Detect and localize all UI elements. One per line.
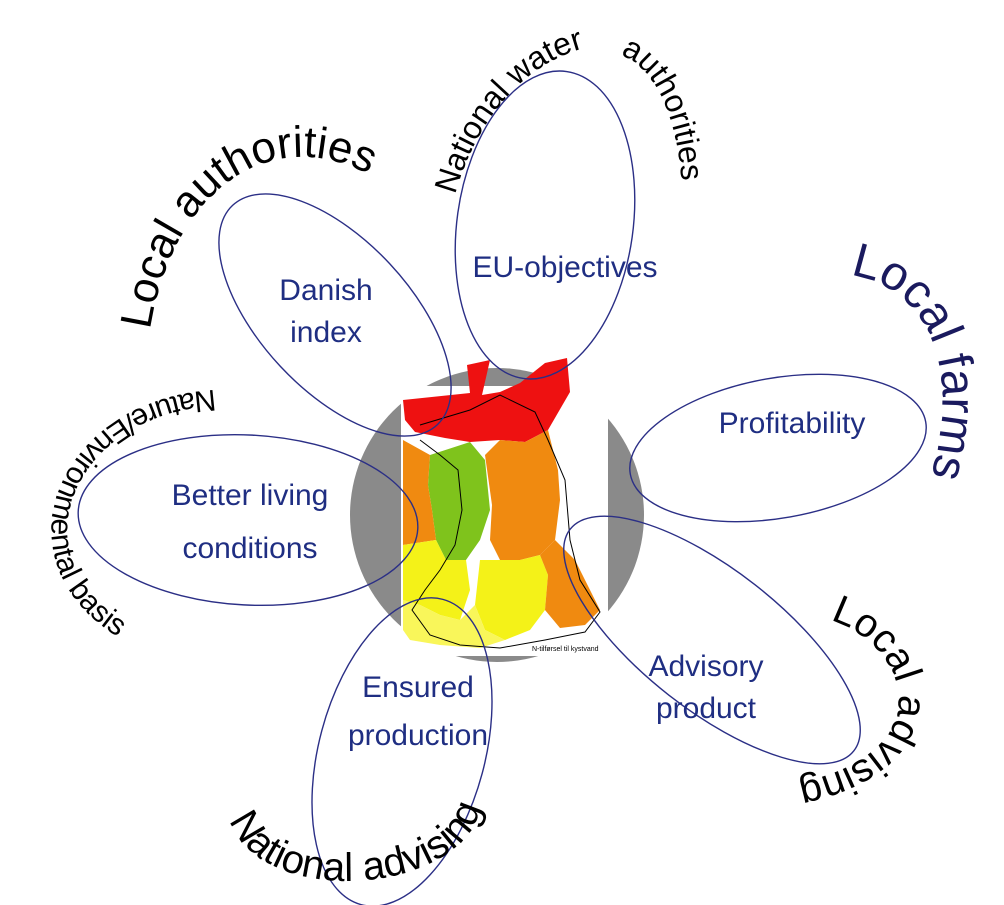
petal-better-living [77, 433, 419, 607]
petal-label-profitability: Profitability [719, 407, 866, 440]
petal-label-eu-objectives: EU-objectives [472, 251, 657, 284]
map-catchment-outline [411, 394, 601, 649]
map-region-red-north [403, 358, 570, 442]
petal-labels: Danish index EU-objectives Profitability… [172, 251, 866, 752]
map-region-yellow-south [475, 555, 548, 640]
map-region-orange-west [403, 440, 436, 545]
stakeholder-local-advising: Local advising [796, 587, 935, 817]
petal-label-ensured-line2: production [348, 719, 488, 752]
petal-danish-index [218, 193, 452, 437]
map-region-orange-east [485, 430, 560, 560]
petal-label-advisory-line2: product [656, 692, 757, 725]
map-caption: N-tilførsel til kystvand [532, 646, 599, 653]
petal-advisory-product [563, 515, 861, 765]
petal-profitability [629, 373, 927, 523]
stakeholder-national-water-line1: National water [427, 20, 586, 197]
petal-label-danish-line1: Danish [279, 274, 372, 307]
stakeholder-national-advising: National advising [221, 795, 490, 890]
map-region-yellow-southwest [403, 540, 470, 620]
stakeholder-local-farms: Local farms [847, 234, 984, 486]
petals [77, 70, 927, 905]
petal-eu-objectives [454, 70, 636, 380]
petal-label-ensured-line1: Ensured [362, 671, 474, 704]
petal-label-danish-line2: index [290, 316, 362, 349]
petal-label-better-living-line2: conditions [182, 532, 317, 565]
map-region-green-west [428, 442, 490, 560]
petal-label-better-living-line1: Better living [172, 479, 329, 512]
petal-label-advisory-line1: Advisory [648, 650, 763, 683]
stakeholder-nature-environmental-basis: Nature/Environmental basis [44, 383, 217, 643]
